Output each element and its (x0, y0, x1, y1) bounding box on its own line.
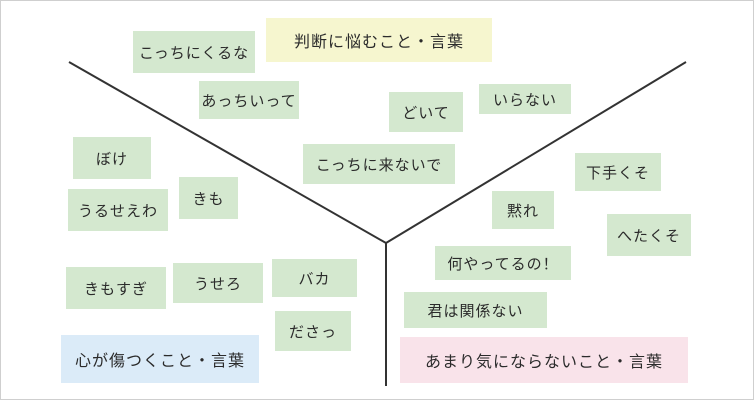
word-card-hetakuso: へたくそ (607, 214, 691, 256)
word-card-kimo: きも (179, 177, 238, 219)
left-divider-line (68, 61, 387, 244)
word-card-acchi-itte: あっちいって (199, 81, 299, 119)
word-card-kocchi-ni-konaide: こっちに来ないで (303, 144, 455, 184)
category-top-label: 判断に悩むこと・言葉 (266, 18, 492, 62)
word-card-hetakuso-kanji: 下手くそ (575, 153, 661, 191)
word-card-kimi-wa-kankeinai: 君は関係ない (404, 292, 547, 328)
word-card-doite: どいて (389, 92, 463, 132)
word-card-usero: うせろ (173, 263, 263, 303)
word-card-boke: ぼけ (73, 137, 151, 179)
category-left-label: 心が傷つくこと・言葉 (61, 335, 259, 383)
word-card-damare: 黙れ (492, 191, 554, 229)
category-right-label: あまり気にならないこと・言葉 (400, 337, 688, 383)
word-card-urusee-wa: うるせえわ (68, 189, 168, 231)
word-card-iranai: いらない (479, 84, 571, 114)
right-divider-line (385, 61, 687, 244)
word-card-dasa: ださっ (275, 311, 351, 351)
word-card-baka: バカ (272, 259, 357, 297)
word-card-nani-yatteruno: 何やってるの！ (435, 246, 571, 280)
word-card-kocchi-ni-kuruna: こっちにくるな (133, 31, 255, 73)
word-card-kimosugi: きもすぎ (66, 267, 166, 309)
